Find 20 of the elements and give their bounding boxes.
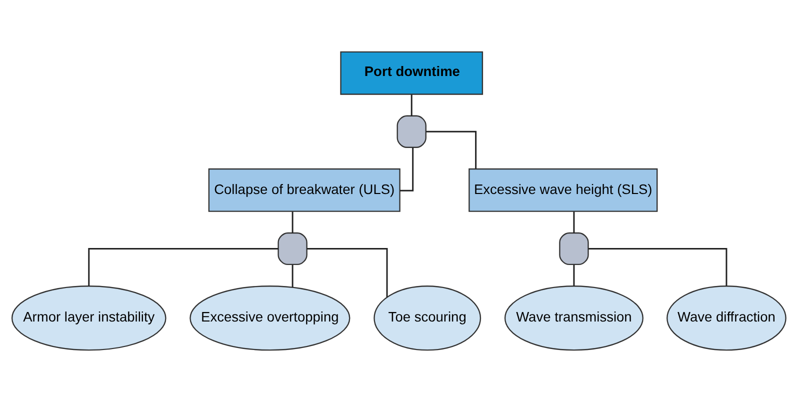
connector xyxy=(573,212,575,233)
node-gate xyxy=(559,232,589,266)
node-box: Excessive wave height (SLS) xyxy=(468,168,658,212)
node-gate xyxy=(278,232,308,266)
connector xyxy=(410,94,412,116)
node-ellipse: Wave diffraction xyxy=(666,286,786,351)
node-ellipse: Toe scouring xyxy=(374,286,482,351)
connector xyxy=(426,130,477,169)
node-ellipse: Wave transmission xyxy=(504,286,644,351)
node-gate xyxy=(396,115,426,148)
connector xyxy=(588,248,728,286)
connector xyxy=(88,248,278,286)
node-box: Collapse of breakwater (ULS) xyxy=(208,168,400,212)
connector xyxy=(292,264,294,288)
node-ellipse: Excessive overtopping xyxy=(190,286,350,351)
node-box: Port downtime xyxy=(340,51,484,95)
connector xyxy=(292,212,294,233)
node-ellipse: Armor layer instability xyxy=(11,286,166,351)
connector xyxy=(573,264,575,286)
connector xyxy=(306,248,388,298)
